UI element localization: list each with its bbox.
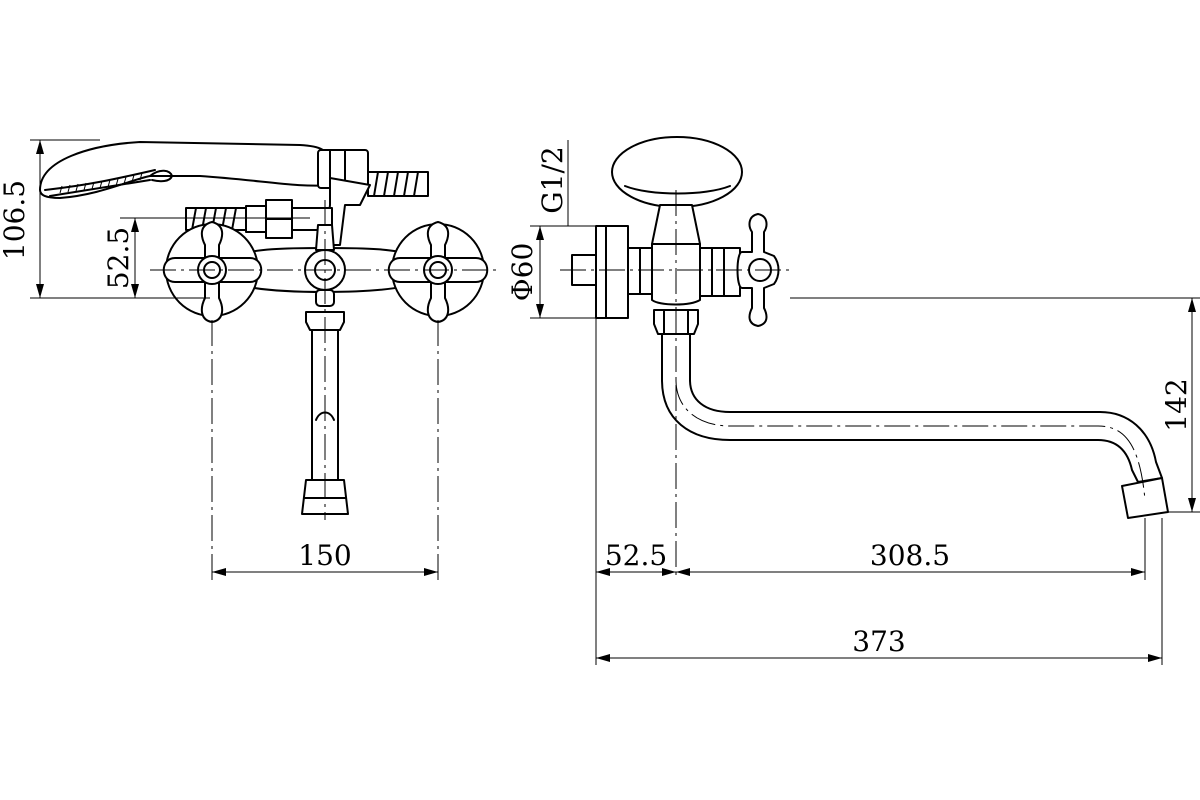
dim-spout-reach-label: 308.5 <box>870 539 950 572</box>
front-view: 106.5 52.5 150 <box>0 139 500 580</box>
left-cross-handle <box>162 221 263 323</box>
dim-total-length-label: 373 <box>852 625 905 658</box>
dim-total-length: 373 <box>596 625 1162 662</box>
dim-flange-diameter: Φ60 <box>506 225 596 319</box>
dim-handle-spacing-label: 150 <box>298 539 351 572</box>
dim-spout-drop-label: 142 <box>1160 378 1193 431</box>
dim-spout-reach: 308.5 <box>676 539 1145 576</box>
side-view: G1/2 Φ60 52.5 308.5 <box>506 136 1200 665</box>
top-holder <box>611 136 743 216</box>
right-cross-handle <box>387 221 489 323</box>
dim-wall-offset: 52.5 <box>596 539 676 576</box>
dim-shower-height-label: 106.5 <box>0 180 31 260</box>
dim-flange-diameter-label: Φ60 <box>506 243 539 302</box>
dim-spout-drop: 142 <box>790 297 1200 513</box>
valve-body <box>651 204 741 306</box>
dim-handle-height: 52.5 <box>102 217 310 298</box>
dim-handle-height-label: 52.5 <box>102 227 135 289</box>
dim-shower-height: 106.5 <box>0 139 210 299</box>
dim-thread: G1/2 <box>536 140 596 227</box>
side-spout <box>661 333 1169 519</box>
hand-shower <box>39 141 429 199</box>
dim-wall-offset-label: 52.5 <box>605 539 667 572</box>
wall-flange <box>571 225 653 319</box>
dim-thread-label: G1/2 <box>536 146 569 213</box>
dim-handle-spacing: 150 <box>212 539 438 576</box>
